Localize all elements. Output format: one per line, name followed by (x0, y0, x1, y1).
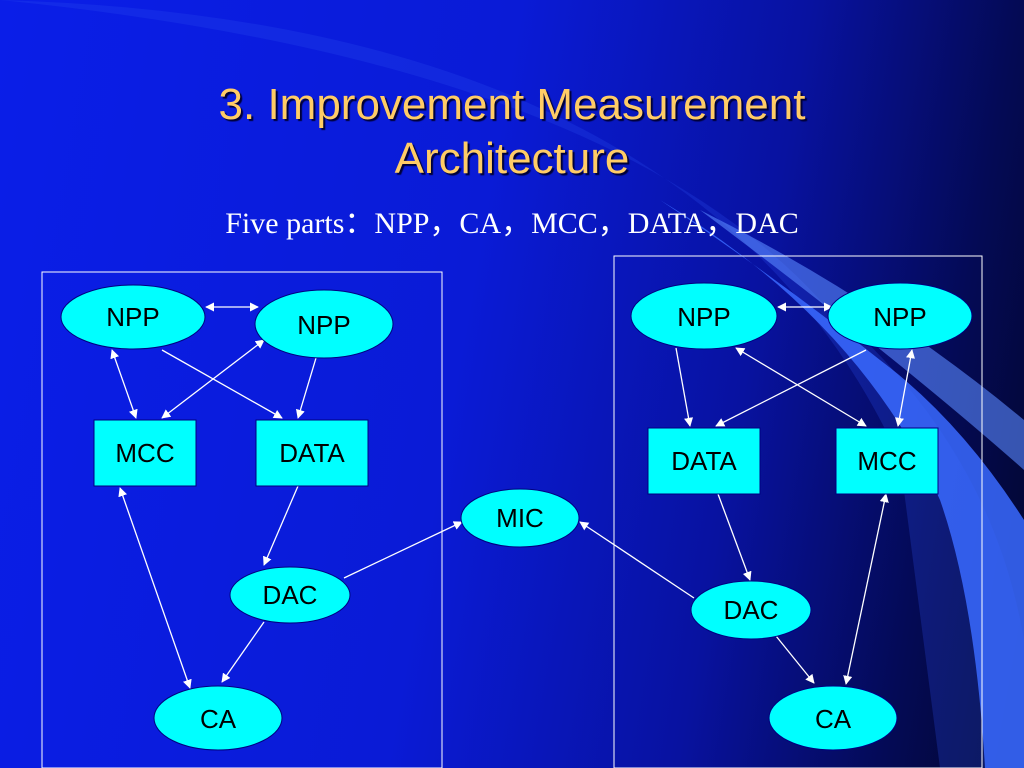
connector-right-data-dac (717, 493, 752, 581)
slide-title: 3. Improvement Measurement Architecture (0, 78, 1024, 186)
connector-right-nppb-data (715, 349, 867, 427)
right-group-frame (613, 255, 983, 768)
right-node-dac: DAC (690, 580, 812, 640)
left-mcc-label: MCC (115, 438, 174, 468)
left-data-label: DATA (279, 438, 345, 468)
slide-subtitle: Five parts：NPP，CA，MCC，DATA，DAC (225, 207, 799, 240)
title-line-1: 3. Improvement Measurement (218, 80, 806, 129)
right-node-data: DATA (647, 427, 761, 495)
left-node-npp-a: NPP (60, 284, 206, 350)
right-dac-label: DAC (724, 595, 779, 625)
decorative-swoosh (660, 200, 1024, 768)
right-node-ca: CA (768, 685, 898, 751)
left-node-npp-b: NPP (254, 289, 394, 359)
left-npp-a-label: NPP (106, 302, 159, 332)
connector-left-dac-ca (221, 621, 265, 683)
connector-right-dac-mic (579, 521, 695, 599)
right-data-label: DATA (671, 446, 737, 476)
center-node-mic: MIC (460, 488, 580, 548)
connector-left-npp-mcc (110, 349, 138, 419)
right-mcc-label: MCC (857, 446, 916, 476)
right-node-npp-a: NPP (630, 282, 778, 350)
right-node-npp-b: NPP (827, 282, 973, 350)
left-node-mcc: MCC (93, 419, 197, 487)
right-npp-b-label: NPP (873, 302, 926, 332)
left-dac-label: DAC (263, 580, 318, 610)
connector-left-mcc-ca (118, 487, 192, 689)
right-npp-a-label: NPP (677, 302, 730, 332)
title-line-2: Architecture (394, 134, 630, 183)
connector-right-npp-data (675, 347, 694, 427)
left-group-frame (41, 271, 443, 768)
left-npp-b-label: NPP (297, 310, 350, 340)
connector-left-nppb-mcc (161, 339, 265, 419)
connector-left-npp-data (161, 349, 283, 419)
connector-right-nppb-mcc (895, 349, 915, 427)
connector-left-dac-mic (343, 521, 463, 579)
connector-right-npp-mcc (735, 347, 867, 427)
left-node-dac: DAC (229, 566, 351, 624)
left-node-ca: CA (153, 685, 283, 751)
connector-right-dac-ca (775, 635, 815, 684)
connector-left-nppb-data (295, 357, 317, 419)
mic-label: MIC (496, 503, 544, 533)
left-ca-label: CA (200, 704, 237, 734)
left-node-data: DATA (255, 419, 369, 487)
connector-left-data-dac (263, 485, 299, 566)
right-node-mcc: MCC (835, 427, 939, 495)
connector-right-mcc-ca (843, 493, 889, 685)
right-ca-label: CA (815, 704, 852, 734)
